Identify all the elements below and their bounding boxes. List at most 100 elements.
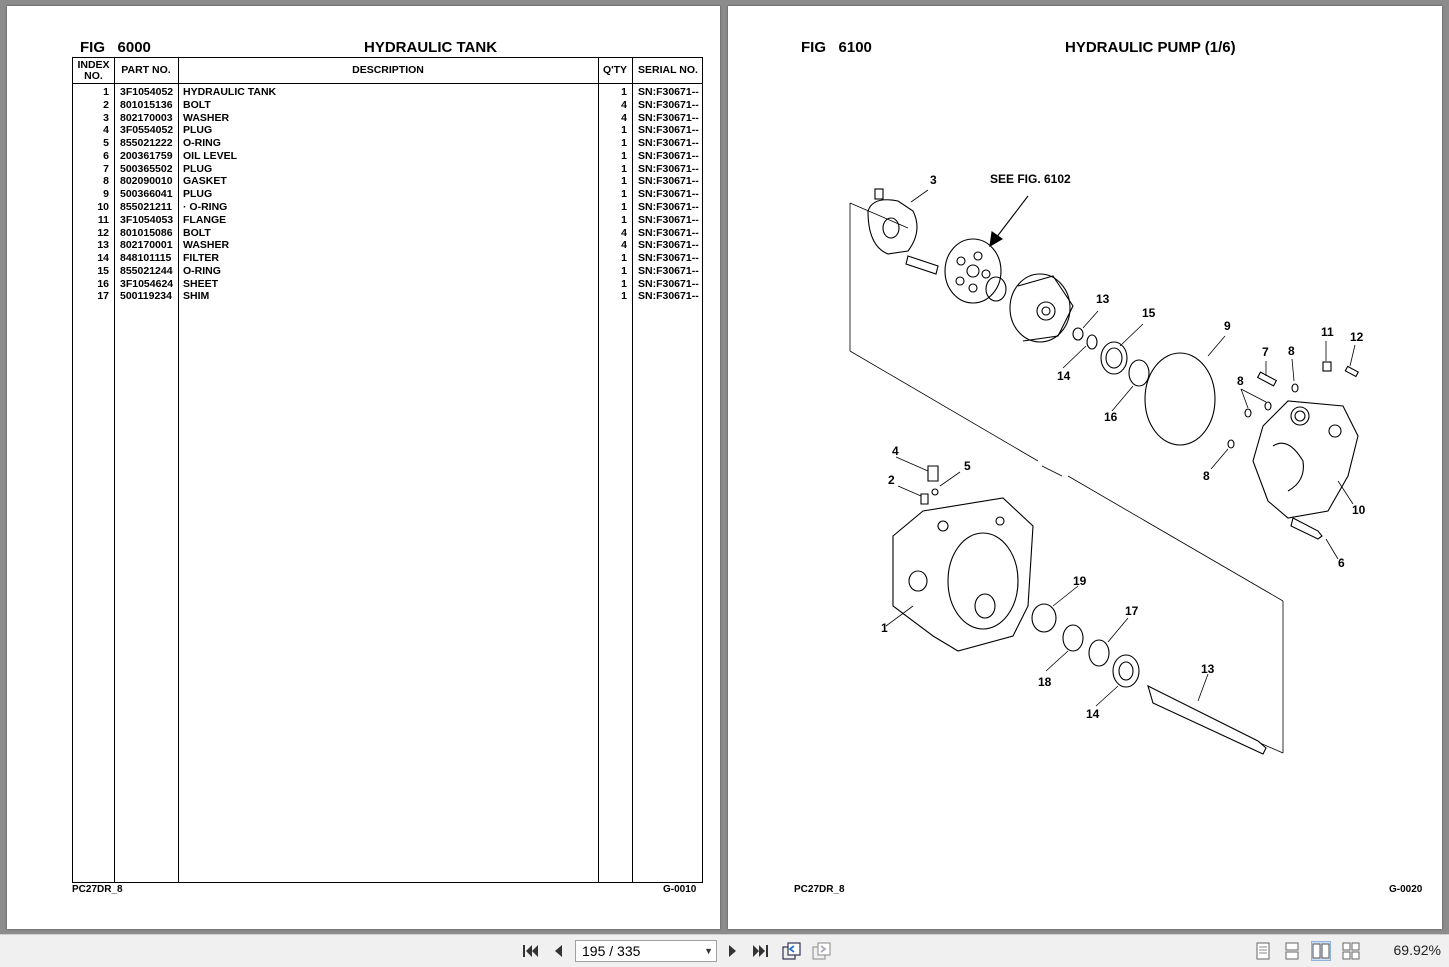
callout-18: 16 bbox=[1104, 410, 1118, 424]
description-cell: · O-RING bbox=[183, 201, 228, 214]
part-no-cell: 802170001 bbox=[120, 239, 173, 252]
index-cell: 5 bbox=[103, 137, 109, 150]
callout-5: 5 bbox=[964, 459, 971, 473]
serial-cell: SN:F30671-- bbox=[638, 290, 699, 303]
index-cell: 8 bbox=[103, 175, 109, 188]
description-cell: PLUG bbox=[183, 162, 213, 175]
description-cell: GASKET bbox=[183, 175, 227, 188]
o-ring-9 bbox=[1144, 352, 1216, 446]
first-page-icon[interactable] bbox=[521, 941, 541, 961]
bearing-17 bbox=[1100, 341, 1128, 375]
description-cell: FLANGE bbox=[183, 213, 227, 226]
callout-7: 7 bbox=[1262, 345, 1269, 359]
o-ring-8a bbox=[1291, 383, 1299, 393]
fig-number-right: 6100 bbox=[838, 39, 872, 56]
qty-cell: 1 bbox=[621, 213, 627, 226]
index-cell: 15 bbox=[97, 264, 109, 277]
description-cell: FILTER bbox=[183, 252, 219, 265]
plug-2 bbox=[920, 493, 929, 505]
header-qty: Q'TY bbox=[602, 64, 628, 76]
shaft-13 bbox=[1147, 684, 1267, 755]
index-cell: 4 bbox=[103, 124, 109, 137]
callout-1: 1 bbox=[881, 621, 888, 635]
serial-cell: SN:F30671-- bbox=[638, 86, 699, 98]
qty-cell: 1 bbox=[621, 277, 627, 290]
page-title: HYDRAULIC TANK bbox=[364, 39, 498, 56]
header-description: DESCRIPTION bbox=[352, 64, 424, 76]
bolt-4 bbox=[927, 465, 939, 482]
page-number-input[interactable]: 195 / 335 ▼ bbox=[575, 940, 717, 962]
table-row: 4 3F0554052 PLUG 1 SN:F30671-- bbox=[73, 124, 702, 137]
serial-cell: SN:F30671-- bbox=[638, 124, 699, 137]
washer-16 bbox=[1086, 334, 1098, 350]
callout-12: 12 bbox=[1350, 330, 1364, 344]
index-cell: 14 bbox=[97, 252, 109, 265]
description-cell: O-RING bbox=[183, 264, 221, 277]
leader-lines bbox=[885, 189, 1356, 707]
index-cell: 16 bbox=[97, 277, 109, 290]
part-no-cell: 855021222 bbox=[120, 137, 173, 150]
serial-cell: SN:F30671-- bbox=[638, 111, 699, 124]
callout-17: 15 bbox=[1142, 306, 1156, 320]
serial-cell: SN:F30671-- bbox=[638, 98, 699, 111]
qty-cell: 1 bbox=[621, 252, 627, 265]
facing-icon[interactable] bbox=[1311, 941, 1331, 961]
header-index: INDEX NO. bbox=[77, 58, 110, 82]
part-no-cell: 855021244 bbox=[120, 264, 173, 277]
serial-cell: SN:F30671-- bbox=[638, 252, 699, 265]
continuous-facing-icon[interactable] bbox=[1341, 941, 1361, 961]
part-no-cell: 3F1054053 bbox=[120, 213, 174, 226]
part-no-cell: 3F0554052 bbox=[120, 124, 174, 137]
callout-8c: 8 bbox=[1203, 469, 1210, 483]
qty-cell: 1 bbox=[621, 137, 627, 150]
serial-cell: SN:F30671-- bbox=[638, 137, 699, 150]
footer-model: PC27DR_8 bbox=[72, 884, 123, 895]
ring-21 bbox=[1031, 603, 1057, 633]
last-page-icon[interactable] bbox=[750, 941, 770, 961]
serial-cell: SN:F30671-- bbox=[638, 162, 699, 175]
fig-label: FIG 6000 bbox=[80, 39, 151, 56]
ring-20 bbox=[1062, 624, 1084, 652]
callout-4: 4 bbox=[892, 444, 899, 458]
single-page-icon[interactable] bbox=[1253, 941, 1273, 961]
continuous-icon[interactable] bbox=[1282, 941, 1302, 961]
index-cell: 12 bbox=[97, 226, 109, 239]
previous-view-icon[interactable] bbox=[781, 941, 801, 961]
callout-8b: 8 bbox=[1237, 374, 1244, 388]
description-cell: O-RING bbox=[183, 137, 221, 150]
pdf-viewer-toolbar: 195 / 335 ▼ 69.92% bbox=[0, 934, 1449, 967]
serial-cell: SN:F30671-- bbox=[638, 175, 699, 188]
serial-cell: SN:F30671-- bbox=[638, 277, 699, 290]
description-cell: SHIM bbox=[183, 290, 210, 303]
part-no-cell: 3F1054624 bbox=[120, 277, 174, 290]
callout-2: 2 bbox=[888, 473, 895, 487]
index-cell: 10 bbox=[97, 201, 109, 214]
part-no-cell: 500366041 bbox=[120, 188, 173, 201]
prev-page-icon[interactable] bbox=[548, 941, 568, 961]
zoom-level[interactable]: 69.92% bbox=[1393, 942, 1441, 958]
part-no-cell: 802170003 bbox=[120, 111, 173, 124]
index-cell: 7 bbox=[103, 162, 109, 175]
next-page-icon[interactable] bbox=[723, 941, 743, 961]
description-cell: WASHER bbox=[183, 111, 230, 124]
chevron-down-icon[interactable]: ▼ bbox=[704, 946, 713, 956]
callout-3: 3 bbox=[930, 173, 937, 187]
next-view-icon[interactable] bbox=[811, 941, 831, 961]
cylinder-block-part bbox=[1009, 273, 1074, 343]
valve-plate-part bbox=[944, 238, 1002, 304]
page-title-right: HYDRAULIC PUMP (1/6) bbox=[1065, 39, 1236, 56]
description-cell: PLUG bbox=[183, 124, 213, 137]
qty-cell: 1 bbox=[621, 124, 627, 137]
bearing-14 bbox=[1112, 654, 1140, 688]
callout-16: 14 bbox=[1057, 369, 1071, 383]
description-cell: HYDRAULIC TANK bbox=[183, 86, 277, 98]
callout-9: 9 bbox=[1224, 319, 1231, 333]
index-cell: 17 bbox=[97, 290, 109, 303]
